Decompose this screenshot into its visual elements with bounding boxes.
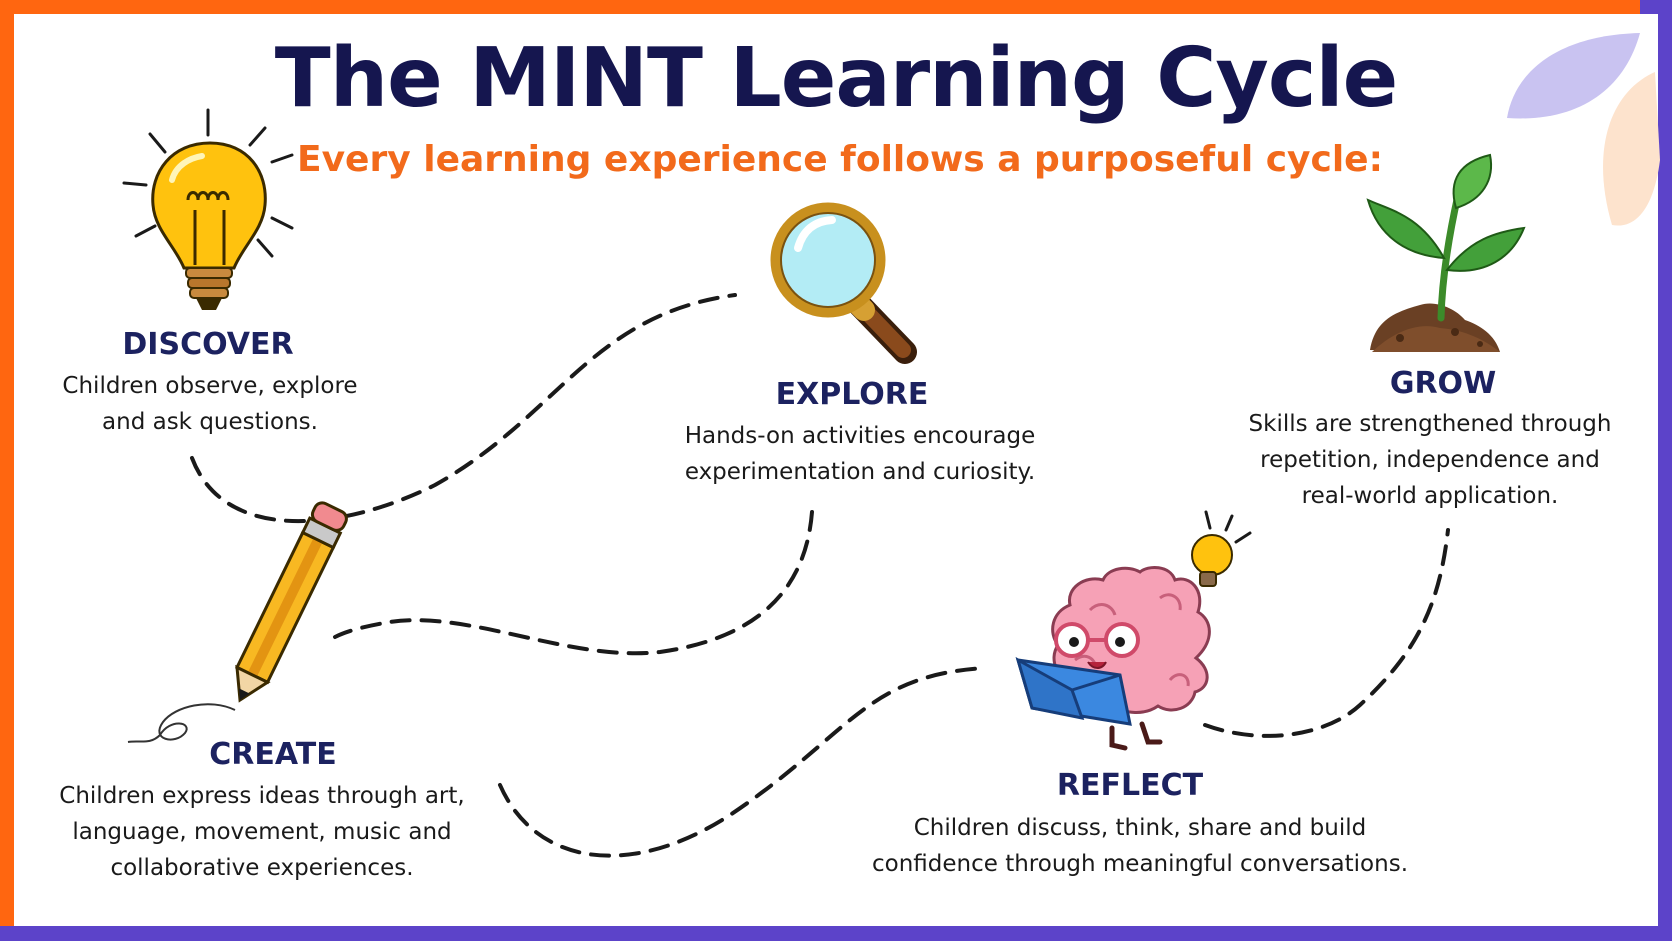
description-line: confidence through meaningful conversati… — [871, 851, 1409, 877]
description-line: experimentation and curiosity. — [684, 459, 1036, 485]
stage-title-grow: GROW — [1389, 366, 1497, 401]
path-reflect-to-grow — [1203, 528, 1450, 738]
description-line: Children express ideas through art, — [59, 783, 465, 809]
description-line: and ask questions. — [102, 409, 318, 435]
magnifying-glass-icon — [770, 202, 917, 364]
stage-description-reflect: Children discuss, think, share and build… — [872, 810, 1408, 882]
description-line: repetition, independence and — [1260, 447, 1600, 473]
stage-title-reflect: REFLECT — [1056, 768, 1204, 803]
description-line: language, movement, music and — [72, 819, 452, 845]
pencil-icon — [127, 501, 348, 743]
path-explore-to-create — [333, 510, 814, 656]
lightbulb-icon — [122, 108, 294, 310]
stage-description-explore: Hands-on activities encourage experiment… — [685, 418, 1036, 490]
left-border — [0, 0, 14, 941]
stage-title-discover: DISCOVER — [122, 327, 294, 362]
stage-description-create: Children express ideas through art, lang… — [59, 778, 464, 886]
description-line: Children discuss, think, share and build — [913, 815, 1367, 841]
stage-description-discover: Children observe, explore and ask questi… — [62, 368, 357, 440]
top-border — [0, 0, 1672, 14]
page-title: The MINT Learning Cycle — [274, 31, 1398, 126]
stage-description-grow: Skills are strengthened through repetiti… — [1249, 406, 1612, 514]
sprout-icon — [1366, 153, 1526, 352]
description-line: real-world application. — [1301, 483, 1559, 509]
description-line: Skills are strengthened through — [1248, 411, 1612, 437]
path-create-to-reflect — [498, 666, 987, 858]
brain-reading-icon — [1015, 510, 1252, 751]
stage-title-create: CREATE — [209, 737, 337, 772]
description-line: Hands-on activities encourage — [684, 423, 1036, 449]
path-discover-to-explore — [190, 293, 737, 523]
corner-accent — [1640, 0, 1672, 14]
right-border — [1658, 0, 1672, 941]
description-line: Children observe, explore — [62, 373, 358, 399]
description-line: collaborative experiences. — [110, 855, 414, 881]
stage-title-explore: EXPLORE — [775, 377, 929, 412]
decorative-leaf-purple — [1507, 33, 1640, 119]
decorative-leaf-peach — [1603, 72, 1660, 226]
bottom-border — [0, 926, 1672, 941]
page-subtitle: Every learning experience follows a purp… — [297, 139, 1383, 180]
